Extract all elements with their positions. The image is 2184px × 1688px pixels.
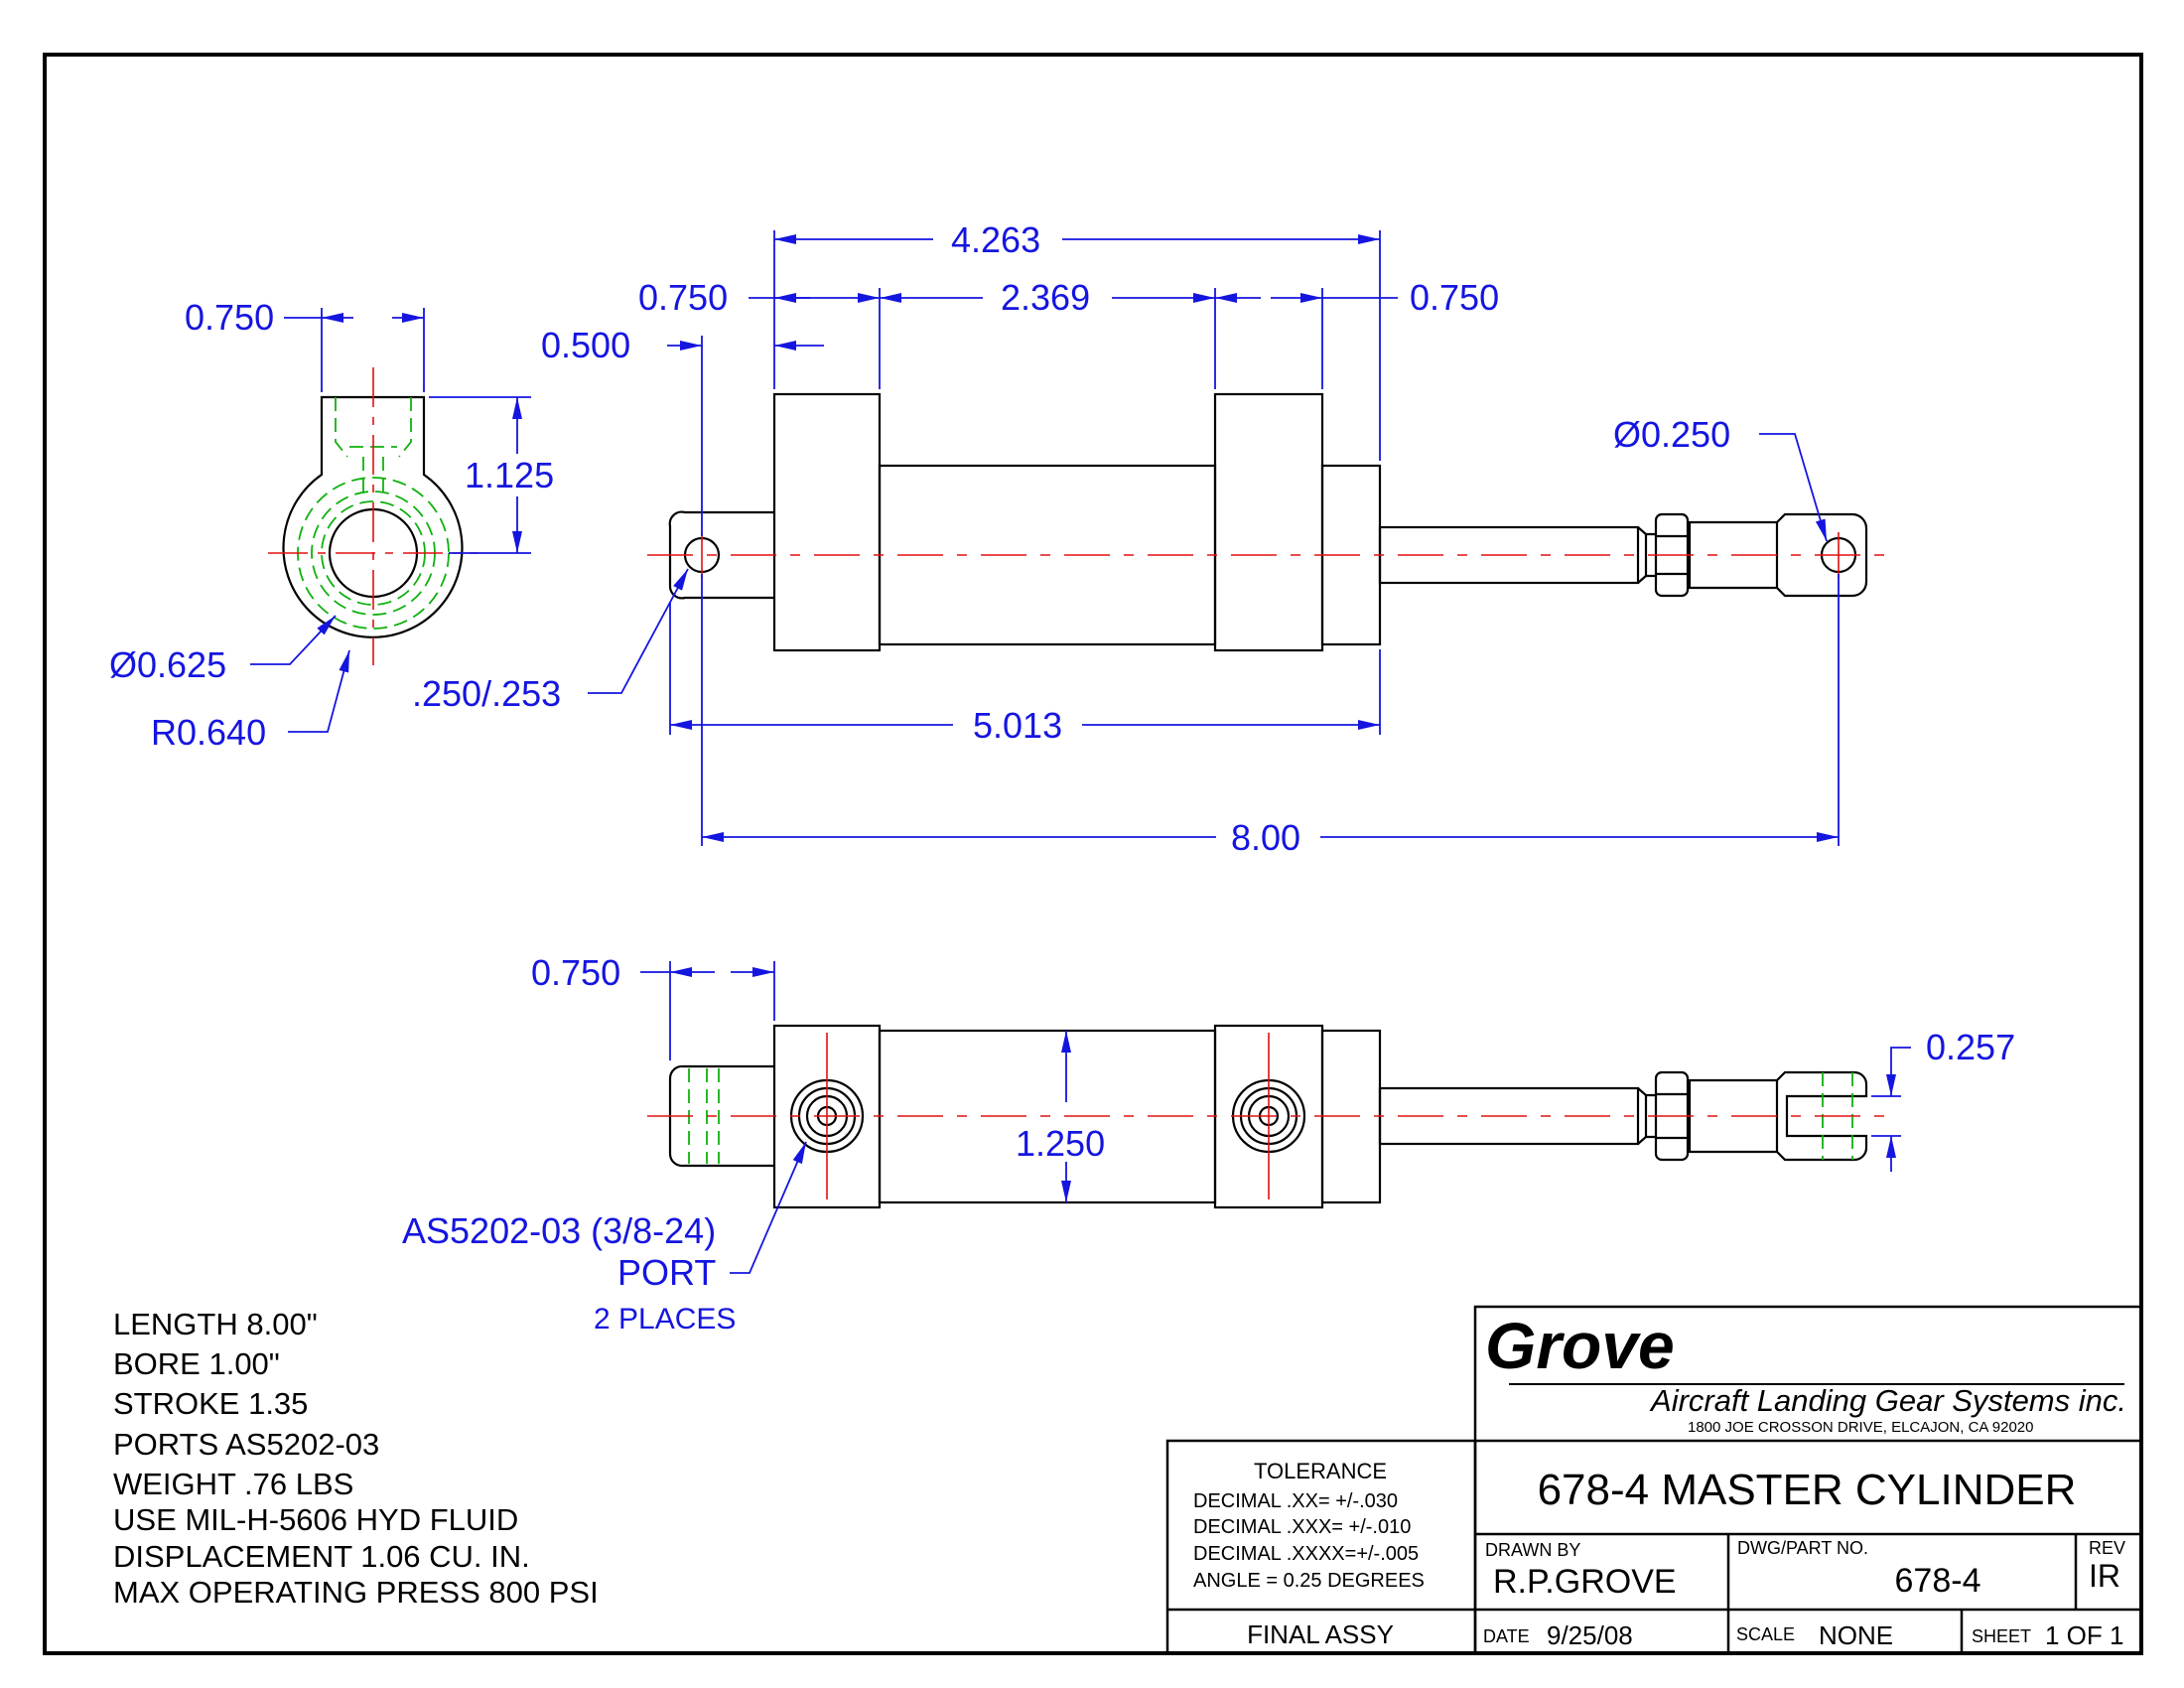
top-middle-dim: 2.369 xyxy=(1001,277,1090,318)
spec-line: DISPLACEMENT 1.06 CU. IN. xyxy=(113,1539,530,1574)
top-left-block-dim: 0.750 xyxy=(638,277,728,318)
side-port-spec: AS5202-03 (3/8-24) xyxy=(402,1210,716,1251)
dwg-no-label: DWG/PART NO. xyxy=(1737,1538,1868,1558)
sheet-border xyxy=(43,53,2143,1655)
top-overall-length-dim: 8.00 xyxy=(1231,817,1300,858)
end-view-width-dim: 0.750 xyxy=(185,297,274,338)
drawn-by: R.P.GROVE xyxy=(1493,1563,1677,1601)
dwg-no: 678-4 xyxy=(1895,1562,1981,1600)
company-logo: Grove xyxy=(1485,1309,1675,1382)
side-clevis xyxy=(1688,1070,1868,1162)
top-left-block xyxy=(772,392,882,652)
end-view-outline xyxy=(282,395,464,638)
top-left-hole-dim: .250/.253 xyxy=(412,673,561,714)
rev-value: IR xyxy=(2089,1558,2120,1594)
drawing-title: 678-4 MASTER CYLINDER xyxy=(1538,1466,2077,1514)
end-view-radius-dim: R0.640 xyxy=(151,712,266,753)
company-subtitle: Aircraft Landing Gear Systems inc. xyxy=(1649,1383,2126,1418)
date-label: DATE xyxy=(1483,1626,1530,1646)
spec-line: STROKE 1.35 xyxy=(113,1386,308,1421)
scale-label: SCALE xyxy=(1736,1624,1795,1644)
top-right-block xyxy=(1213,392,1324,652)
end-view-bore-dim: Ø0.625 xyxy=(109,644,226,685)
top-right-block-dim: 0.750 xyxy=(1410,277,1499,318)
spec-line: BORE 1.00" xyxy=(113,1346,280,1381)
scale-value: NONE xyxy=(1819,1620,1893,1650)
tolerance-heading: TOLERANCE xyxy=(1254,1459,1387,1483)
top-view: 4.263 0.750 2.369 0.750 0.500 Ø0.250 .25… xyxy=(412,219,1886,858)
side-body-height-dim: 1.250 xyxy=(1016,1123,1105,1164)
tolerance-line: DECIMAL .XXX= +/-.010 xyxy=(1193,1516,1411,1538)
spec-line: LENGTH 8.00" xyxy=(113,1307,318,1341)
end-view: 0.750 1.125 Ø0.625 R0.640 xyxy=(109,297,554,753)
tolerance-line: ANGLE = 0.25 DEGREES xyxy=(1193,1570,1425,1592)
top-body-length-dim: 5.013 xyxy=(973,705,1062,746)
tolerance-line: DECIMAL .XXXX=+/-.005 xyxy=(1193,1543,1419,1565)
specs-notes: LENGTH 8.00" BORE 1.00" STROKE 1.35 PORT… xyxy=(113,1307,599,1610)
side-view: 0.750 1.250 0.257 AS5202-03 (3/8-24) POR… xyxy=(402,952,2015,1336)
side-slot-dim: 0.257 xyxy=(1926,1027,2015,1067)
top-pin-hole-dim: Ø0.250 xyxy=(1613,414,1730,455)
date-value: 9/25/08 xyxy=(1547,1620,1633,1650)
spec-line: MAX OPERATING PRESS 800 PSI xyxy=(113,1575,599,1610)
top-clevis xyxy=(1688,512,1868,598)
top-eye-offset-dim: 0.500 xyxy=(541,325,630,365)
side-port-count: 2 PLACES xyxy=(594,1303,736,1336)
top-rod-thread xyxy=(1637,526,1648,584)
rev-label: REV xyxy=(2089,1538,2125,1558)
top-left-eye-outline xyxy=(668,510,774,600)
tolerance-line: DECIMAL .XX= +/-.030 xyxy=(1193,1490,1398,1512)
spec-line: USE MIL-H-5606 HYD FLUID xyxy=(113,1502,518,1537)
company-address: 1800 JOE CROSSON DRIVE, ELCAJON, CA 9202… xyxy=(1688,1419,2033,1436)
sheet-label: SHEET xyxy=(1972,1626,2031,1646)
side-stub-dim: 0.750 xyxy=(531,952,620,993)
drawn-by-label: DRAWN BY xyxy=(1485,1540,1580,1560)
top-body-overall-dim: 4.263 xyxy=(951,219,1040,260)
spec-line: PORTS AS5202-03 xyxy=(113,1427,379,1462)
side-port-label: PORT xyxy=(617,1252,716,1293)
title-block: Grove Aircraft Landing Gear Systems inc.… xyxy=(1165,1305,2143,1655)
final-assy-label: FINAL ASSY xyxy=(1247,1619,1394,1649)
spec-line: WEIGHT .76 LBS xyxy=(113,1467,353,1501)
sheet-value: 1 OF 1 xyxy=(2045,1620,2123,1650)
end-view-height-dim: 1.125 xyxy=(465,455,554,495)
